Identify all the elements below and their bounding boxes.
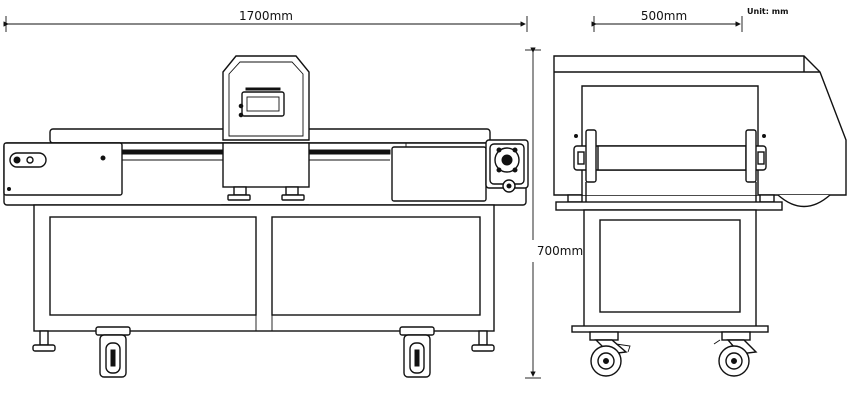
front-view [3, 55, 529, 378]
dimension-length-label: 1700mm [239, 9, 293, 23]
leveling-foot-right [471, 330, 495, 352]
side-panel [599, 219, 741, 313]
caster-wheel-left [95, 326, 131, 378]
side-view [553, 55, 847, 377]
control-display [241, 91, 285, 117]
dimension-length: 1700mm [3, 9, 528, 32]
side-stand-base [571, 325, 769, 333]
dimension-depth-label: 500mm [641, 9, 687, 23]
side-caster-right [713, 331, 758, 377]
outfeed-end-cover [391, 146, 487, 202]
detector-head [222, 55, 310, 201]
leveling-foot-left [32, 330, 56, 352]
unit-note: Unit: mm [747, 7, 788, 16]
dimension-height-label: 700mm [537, 244, 583, 258]
dimension-depth: 500mm [591, 9, 743, 32]
side-caster-left [589, 331, 631, 377]
front-panel-right [271, 216, 481, 316]
side-stand-top [555, 201, 783, 211]
infeed-end-cover [3, 142, 123, 196]
dimension-height: 700mm [525, 47, 583, 379]
side-tunnel-opening [581, 85, 759, 195]
drive-motor [485, 139, 529, 193]
caster-wheel-right [399, 326, 435, 378]
side-roller-guard [777, 194, 831, 208]
side-conveyor-roller [573, 129, 767, 183]
detector-tunnel [222, 142, 310, 188]
front-panel-left [49, 216, 257, 316]
